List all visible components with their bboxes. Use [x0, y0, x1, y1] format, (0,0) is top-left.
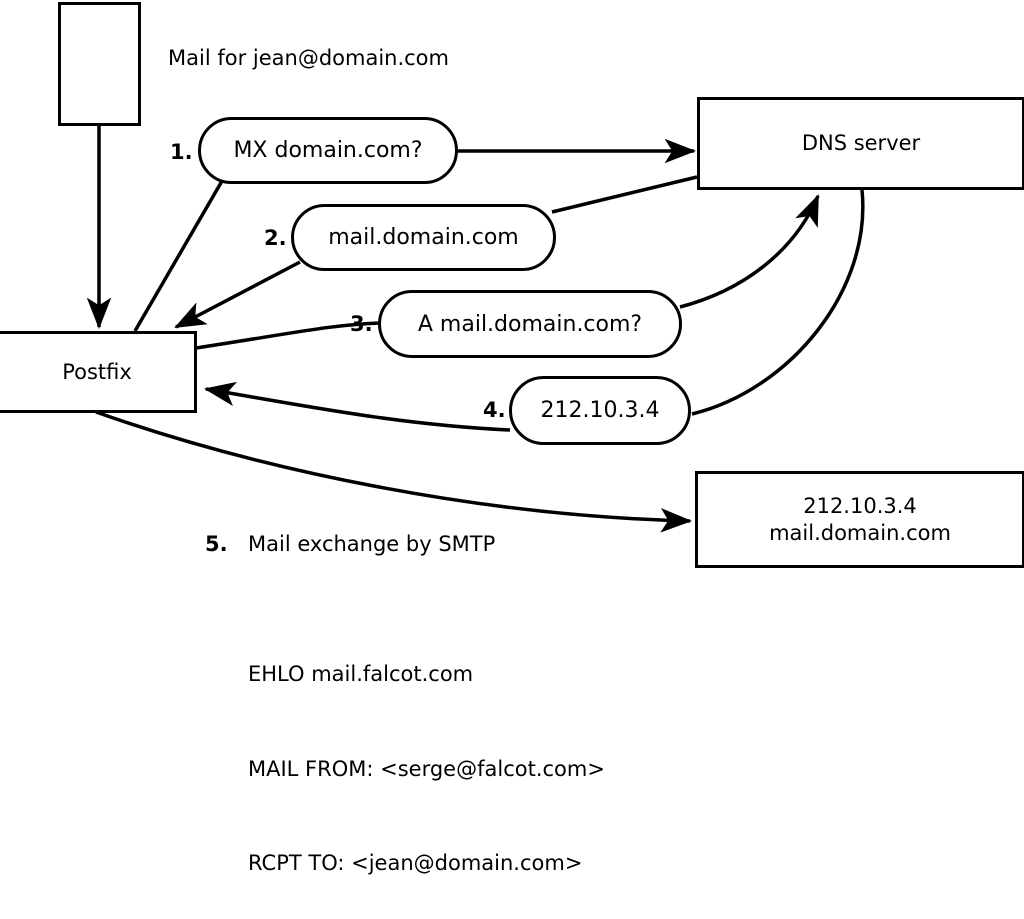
arrow-step4-to-postfix [203, 381, 511, 432]
node-mail-server-ip: 212.10.3.4 [803, 494, 917, 519]
bubble-step-1-label: MX domain.com? [233, 138, 423, 163]
bubble-step-1: MX domain.com? [198, 117, 458, 184]
node-mail-server: 212.10.3.4 mail.domain.com [695, 471, 1024, 568]
line-postfix-to-step3 [195, 321, 381, 350]
node-mail-server-hostname: mail.domain.com [769, 520, 951, 545]
step-number-1: 1. [170, 140, 193, 164]
step-5-label: Mail exchange by SMTP [248, 532, 496, 556]
line-dns-to-step2 [551, 175, 698, 214]
node-postfix: Postfix [0, 331, 197, 413]
line-step1-tail-to-postfix [133, 180, 224, 332]
bubble-step-2: mail.domain.com [291, 204, 556, 271]
node-dns-server-label: DNS server [801, 131, 921, 156]
line-dns-to-step4 [691, 189, 865, 416]
smtp-transcript-line: MAIL FROM: <serge@falcot.com> [248, 756, 605, 781]
node-incoming-source [58, 2, 141, 126]
node-postfix-label: Postfix [62, 359, 132, 384]
arrow-postfix-to-mailserver [95, 410, 693, 533]
bubble-step-3: A mail.domain.com? [378, 290, 682, 358]
node-dns-server: DNS server [697, 97, 1024, 190]
step-number-5: 5. [205, 532, 228, 556]
step-number-2: 2. [264, 226, 287, 250]
smtp-transcript: EHLO mail.falcot.com MAIL FROM: <serge@f… [248, 596, 605, 919]
smtp-transcript-line: RCPT TO: <jean@domain.com> [248, 851, 583, 875]
bubble-step-2-label: mail.domain.com [328, 225, 519, 250]
step-number-3: 3. [350, 312, 373, 336]
bubble-step-4: 212.10.3.4 [509, 376, 691, 445]
top-label-mail-for: Mail for jean@domain.com [168, 46, 449, 70]
bubble-step-4-label: 212.10.3.4 [540, 398, 660, 423]
arrow-step3-to-dns [679, 194, 820, 309]
bubble-step-3-label: A mail.domain.com? [417, 311, 643, 337]
arrow-step2-to-postfix [174, 260, 301, 329]
step-number-4: 4. [483, 398, 506, 422]
smtp-transcript-line: EHLO mail.falcot.com [248, 662, 474, 686]
